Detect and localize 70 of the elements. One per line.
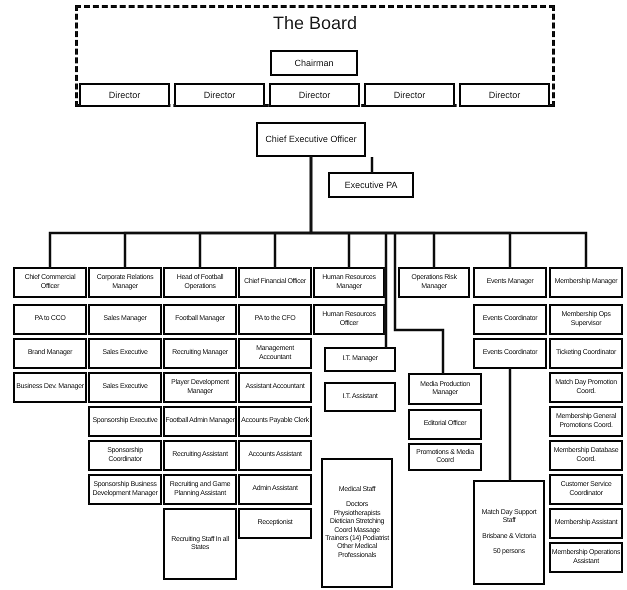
org-box	[549, 474, 623, 505]
org-box	[174, 83, 265, 107]
org-box	[270, 50, 358, 76]
org-box	[13, 304, 87, 335]
org-box	[13, 338, 87, 369]
org-box	[549, 372, 623, 403]
role-label: Executive PA	[344, 180, 398, 190]
org-box	[473, 304, 547, 335]
org-box	[238, 508, 312, 539]
org-box	[324, 347, 396, 372]
connector-line	[370, 157, 374, 172]
org-box	[88, 406, 162, 437]
org-box	[321, 458, 393, 588]
org-box	[163, 474, 237, 505]
org-box	[88, 440, 162, 471]
org-box	[313, 267, 385, 298]
org-box	[549, 267, 623, 298]
org-box	[163, 338, 237, 369]
org-box	[549, 542, 623, 573]
connector-line	[508, 369, 512, 480]
org-box	[549, 406, 623, 437]
org-box	[238, 440, 312, 471]
org-box	[549, 338, 623, 369]
org-box	[313, 304, 385, 335]
org-box	[163, 406, 237, 437]
org-box	[238, 304, 312, 335]
org-box	[163, 304, 237, 335]
org-box	[13, 267, 87, 298]
org-box	[408, 443, 482, 471]
org-box	[408, 373, 482, 405]
role-label: Director	[298, 90, 330, 100]
org-box	[473, 480, 545, 585]
org-box	[269, 83, 360, 107]
org-box	[13, 372, 87, 403]
org-box	[163, 372, 237, 403]
org-box	[408, 409, 482, 440]
org-box	[238, 474, 312, 505]
org-box	[238, 338, 312, 369]
group-heading: The Board	[272, 14, 358, 34]
org-box	[79, 83, 170, 107]
org-box	[549, 304, 623, 335]
org-box	[238, 267, 312, 298]
org-box	[163, 267, 237, 298]
org-box	[256, 122, 366, 157]
org-box	[88, 304, 162, 335]
dashed-group-box	[75, 5, 555, 107]
org-box	[473, 338, 547, 369]
org-box	[549, 440, 623, 471]
connector-line	[310, 157, 588, 267]
org-box	[324, 382, 396, 412]
org-box	[88, 372, 162, 403]
role-label: Chairman	[294, 58, 334, 68]
org-box	[88, 267, 162, 298]
org-box	[88, 474, 162, 505]
org-box	[238, 406, 312, 437]
org-box	[364, 83, 455, 107]
org-box	[398, 267, 470, 298]
role-label: Director	[108, 90, 140, 100]
org-box	[549, 508, 623, 539]
org-box	[238, 372, 312, 403]
role-label: Director	[488, 90, 520, 100]
org-box	[328, 172, 414, 198]
org-box	[163, 440, 237, 471]
org-box	[163, 508, 237, 580]
role-label: Director	[394, 90, 426, 100]
org-box	[88, 338, 162, 369]
role-label: Director	[204, 90, 236, 100]
org-box	[473, 267, 547, 298]
role-label: Chief Executive Officer	[265, 134, 357, 145]
org-box	[459, 83, 550, 107]
